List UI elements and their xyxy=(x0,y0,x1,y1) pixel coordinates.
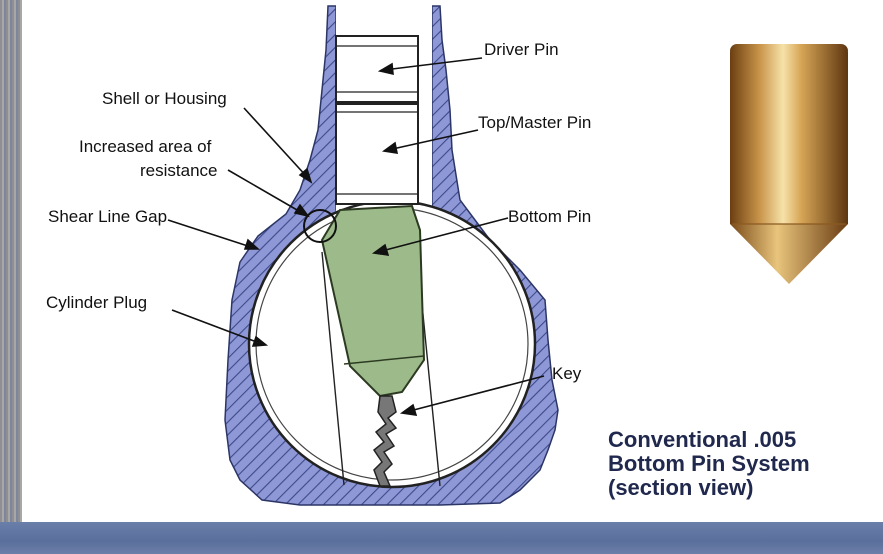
label-increased-area-line1: Increased area of xyxy=(79,137,212,156)
caption-line-2: Bottom Pin System xyxy=(608,451,810,476)
top-master-pin xyxy=(335,103,419,205)
driver-pin xyxy=(335,35,419,103)
left-edge-texture xyxy=(0,0,22,554)
label-bottom-pin: Bottom Pin xyxy=(508,207,591,226)
label-increased-area-line2: resistance xyxy=(140,161,217,180)
caption-line-1: Conventional .005 xyxy=(608,427,797,452)
label-shear-line-gap: Shear Line Gap xyxy=(48,207,167,226)
label-key: Key xyxy=(552,364,582,383)
diagram-caption: Conventional .005 Bottom Pin System (sec… xyxy=(608,428,868,500)
label-cylinder-plug: Cylinder Plug xyxy=(46,293,147,312)
caption-line-3: (section view) xyxy=(608,475,754,500)
leader-lines xyxy=(167,57,545,416)
bottom-border xyxy=(0,522,883,554)
label-top-master-pin: Top/Master Pin xyxy=(478,113,591,132)
brass-pin-illustration xyxy=(730,44,848,284)
label-driver-pin: Driver Pin xyxy=(484,40,559,59)
label-shell-housing: Shell or Housing xyxy=(102,89,227,108)
bottom-pin xyxy=(320,204,426,398)
resistance-circle xyxy=(303,209,337,243)
key xyxy=(372,395,398,487)
